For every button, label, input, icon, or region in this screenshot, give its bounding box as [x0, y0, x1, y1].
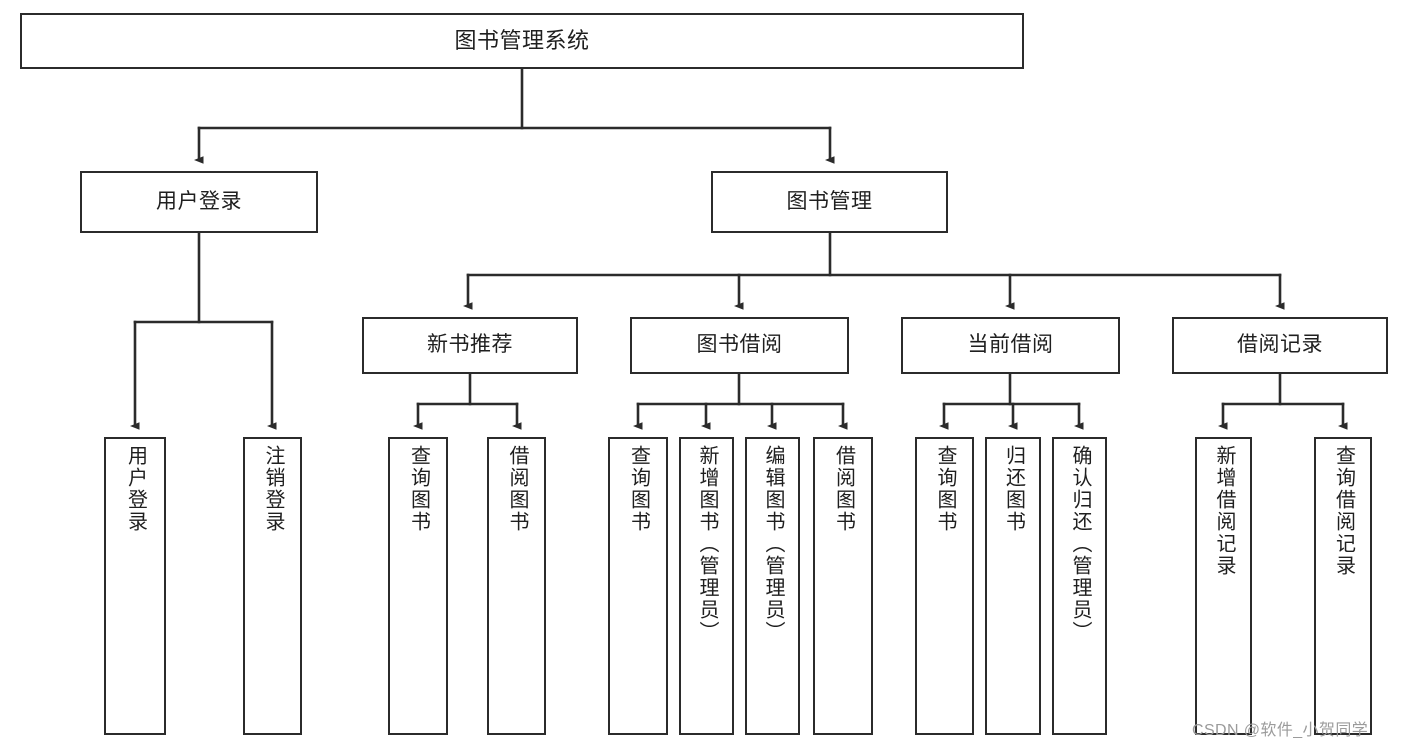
- node-leaf-label: 查询借阅记录: [1332, 445, 1355, 577]
- node-level2-label: 用户登录: [156, 189, 242, 213]
- node-root[interactable]: 图书管理系统: [20, 13, 1024, 69]
- node-leaf-label: 查询图书: [934, 445, 956, 533]
- node-leaf[interactable]: 借阅图书: [813, 437, 873, 735]
- node-leaf[interactable]: 新增图书（管理员）: [679, 437, 734, 735]
- node-level3-label: 借阅记录: [1237, 333, 1323, 357]
- node-leaf-label: 新增图书（管理员）: [696, 445, 718, 643]
- node-leaf[interactable]: 借阅图书: [487, 437, 546, 735]
- node-leaf-label: 新增借阅记录: [1213, 445, 1235, 577]
- node-level3-label: 当前借阅: [967, 333, 1054, 357]
- node-level3-label: 新书推荐: [427, 333, 513, 357]
- node-leaf-label: 借阅图书: [506, 445, 528, 533]
- node-leaf[interactable]: 用户登录: [104, 437, 166, 735]
- node-level3[interactable]: 图书借阅: [630, 317, 849, 374]
- node-level3[interactable]: 当前借阅: [901, 317, 1120, 374]
- node-leaf[interactable]: 归还图书: [985, 437, 1041, 735]
- node-leaf[interactable]: 注销登录: [243, 437, 302, 735]
- node-leaf[interactable]: 确认归还（管理员）: [1052, 437, 1107, 735]
- node-leaf-label: 查询图书: [407, 445, 430, 533]
- node-leaf[interactable]: 查询图书: [388, 437, 448, 735]
- node-leaf[interactable]: 新增借阅记录: [1195, 437, 1252, 735]
- node-leaf-label: 确认归还（管理员）: [1069, 445, 1091, 643]
- node-leaf-label: 归还图书: [1002, 445, 1025, 533]
- node-leaf[interactable]: 查询图书: [915, 437, 974, 735]
- node-level2[interactable]: 图书管理: [711, 171, 948, 233]
- node-leaf-label: 编辑图书（管理员）: [762, 445, 784, 643]
- node-leaf[interactable]: 编辑图书（管理员）: [745, 437, 800, 735]
- csdn-watermark: CSDN @软件_小贺同学: [1192, 722, 1369, 739]
- node-leaf[interactable]: 查询图书: [608, 437, 668, 735]
- node-leaf-label: 用户登录: [124, 445, 147, 533]
- node-level3[interactable]: 借阅记录: [1172, 317, 1388, 374]
- node-leaf-label: 借阅图书: [832, 445, 855, 533]
- node-level3[interactable]: 新书推荐: [362, 317, 578, 374]
- node-leaf-label: 注销登录: [262, 445, 284, 533]
- node-level3-label: 图书借阅: [696, 333, 783, 357]
- node-root-label: 图书管理系统: [454, 28, 590, 54]
- node-leaf[interactable]: 查询借阅记录: [1314, 437, 1372, 735]
- node-leaf-label: 查询图书: [627, 445, 650, 533]
- node-level2-label: 图书管理: [786, 189, 873, 213]
- node-level2[interactable]: 用户登录: [80, 171, 318, 233]
